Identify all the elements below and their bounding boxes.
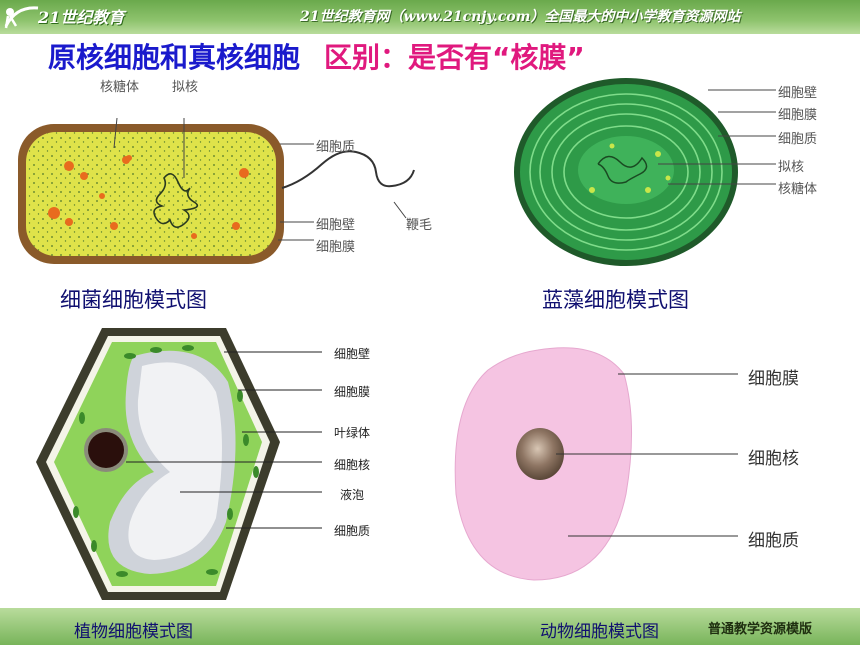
cyano-label-ribosome: 核糖体 xyxy=(778,182,818,197)
page-title: 原核细胞和真核细胞区别：是否有“核膜” xyxy=(48,36,585,76)
bacteria-caption: 细菌细胞模式图 xyxy=(60,288,207,312)
plant-label-vacuole: 液泡 xyxy=(340,488,365,502)
bacteria-label-flagellum: 鞭毛 xyxy=(406,218,433,233)
cyano-label-membrane: 细胞膜 xyxy=(778,108,818,123)
cyano-ribosomes xyxy=(589,143,671,193)
footer-template-text: 普通教学资源模版 xyxy=(708,622,813,637)
cyanobacteria-caption: 蓝藻细胞模式图 xyxy=(542,288,689,312)
animal-label-nucleus: 细胞核 xyxy=(748,449,799,469)
plant-caption: 植物细胞模式图 xyxy=(74,622,193,642)
title-main: 原核细胞和真核细胞 xyxy=(48,41,301,74)
header-banner xyxy=(0,0,860,34)
plant-label-cell-wall: 细胞壁 xyxy=(334,347,371,361)
site-slogan: 21世纪教育网（www.21cnjy.com）全国最大的中小学教育资源网站 xyxy=(300,9,741,25)
bacteria-ribosomes xyxy=(48,155,249,239)
logo-text: 21世纪教育 xyxy=(38,8,125,27)
animal-diagram xyxy=(454,347,738,581)
animal-label-membrane: 细胞膜 xyxy=(748,369,799,389)
cyano-label-cell-wall: 细胞壁 xyxy=(778,86,818,101)
plant-diagram xyxy=(36,328,322,600)
animal-nucleus xyxy=(516,428,564,480)
title-difference: 区别：是否有“核膜” xyxy=(324,41,585,74)
bacteria-label-membrane: 细胞膜 xyxy=(316,240,356,255)
bacteria-label-cell-wall: 细胞壁 xyxy=(316,218,356,233)
bacteria-label-cytoplasm: 细胞质 xyxy=(316,140,356,155)
bacteria-label-nucleoid: 拟核 xyxy=(172,80,199,95)
bacteria-flagellum xyxy=(281,150,415,189)
cyano-label-nucleoid: 拟核 xyxy=(778,160,805,175)
cyano-nucleoid xyxy=(597,155,648,184)
logo-swoosh-icon xyxy=(4,6,39,29)
bacteria-nucleoid xyxy=(153,173,199,228)
plant-label-cytoplasm: 细胞质 xyxy=(334,524,371,538)
bacteria-label-ribosome: 核糖体 xyxy=(100,80,140,95)
cyano-thylakoids xyxy=(529,93,723,251)
animal-caption: 动物细胞模式图 xyxy=(540,622,659,642)
plant-chloroplasts xyxy=(73,345,259,577)
footer-banner xyxy=(0,608,860,645)
animal-label-cytoplasm: 细胞质 xyxy=(748,531,799,551)
cyano-label-cytoplasm: 细胞质 xyxy=(778,132,818,147)
plant-label-membrane: 细胞膜 xyxy=(334,385,371,399)
plant-label-chloroplast: 叶绿体 xyxy=(334,426,371,440)
plant-label-nucleus: 细胞核 xyxy=(334,458,371,472)
bacteria-diagram xyxy=(18,118,415,264)
cyanobacteria-diagram xyxy=(514,78,776,266)
plant-nucleus xyxy=(88,432,124,468)
